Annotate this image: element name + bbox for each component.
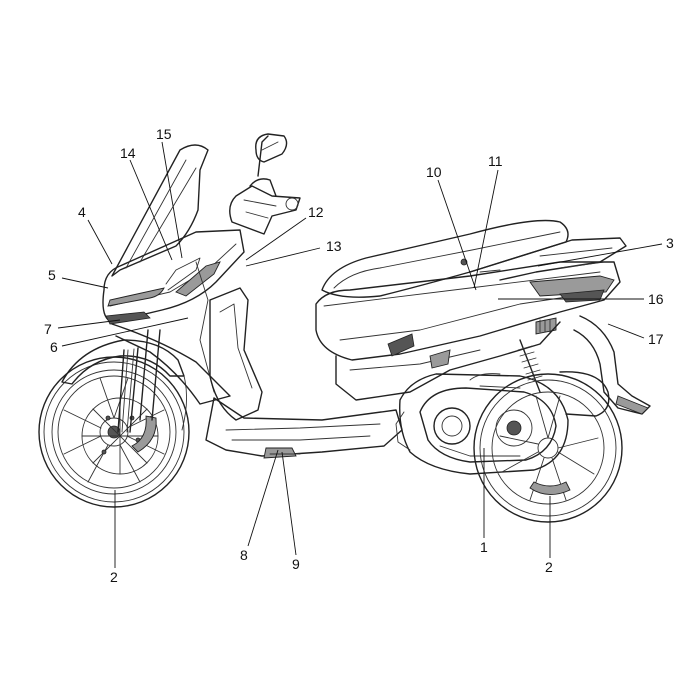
rear-shock [517,339,543,393]
callout-labels: 15 14 4 5 7 6 12 13 10 11 3 16 17 2 8 9 … [44,126,674,585]
leader-lines [57,141,663,568]
callout-2-rear: 2 [545,559,553,575]
handlebar [229,133,301,235]
callout-7: 7 [44,321,52,337]
callout-2-front: 2 [110,569,118,585]
callout-5: 5 [48,267,56,283]
callout-14: 14 [120,145,136,161]
callout-12: 12 [308,204,324,220]
callout-4: 4 [78,204,86,220]
callout-11: 11 [488,153,503,169]
callout-16: 16 [648,291,664,307]
callout-9: 9 [292,556,300,572]
callout-3: 3 [666,235,674,251]
exhaust [559,371,610,417]
front-body [102,144,263,421]
callout-13: 13 [326,238,342,254]
callout-15: 15 [156,126,172,142]
front-fork [117,329,187,433]
callout-17: 17 [648,331,664,347]
engine [395,349,569,475]
callout-6: 6 [50,339,58,355]
callout-10: 10 [426,164,442,180]
front-wheel [38,356,190,508]
floorboard [205,397,403,459]
rear-wheel [473,373,623,523]
callout-8: 8 [240,547,248,563]
rear-mudguard [573,315,651,415]
scooter-drawing [38,133,651,523]
callout-1: 1 [480,539,488,555]
